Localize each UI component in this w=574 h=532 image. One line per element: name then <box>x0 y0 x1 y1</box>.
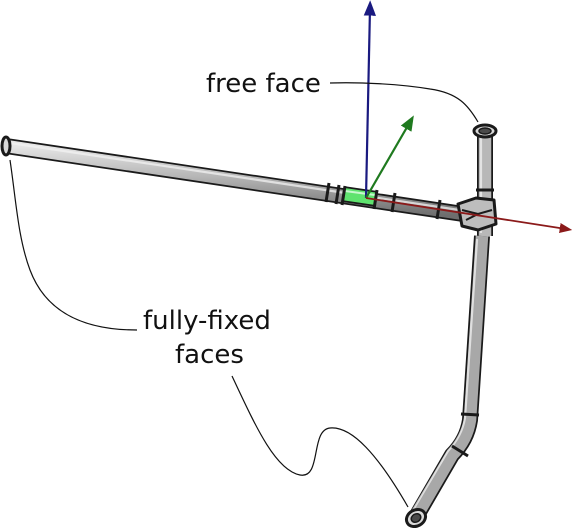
fixed-face-leader-left <box>9 159 138 331</box>
pipe-assembly <box>0 123 498 529</box>
top-free-end-face <box>472 123 498 139</box>
tee-fitting <box>456 196 498 232</box>
free-face-label: free face <box>206 69 321 99</box>
free-face-leader <box>329 82 479 123</box>
leader-lines <box>9 82 479 508</box>
highlighted-pipe-segment <box>341 186 379 207</box>
bottom-end-face <box>404 507 428 529</box>
x-axis-arrow <box>365 197 573 234</box>
left-end-face <box>0 135 12 157</box>
y-axis-arrow <box>365 115 414 199</box>
fixed-face-leader-bottom <box>231 375 409 508</box>
downcomer-pipe <box>409 235 490 522</box>
fully-fixed-label-line2: faces <box>175 340 244 370</box>
coordinate-axes <box>363 0 573 234</box>
annotation-labels: free face fully-fixed faces <box>143 69 321 370</box>
fully-fixed-label-line1: fully-fixed <box>143 306 271 336</box>
z-axis-arrow <box>363 0 376 199</box>
